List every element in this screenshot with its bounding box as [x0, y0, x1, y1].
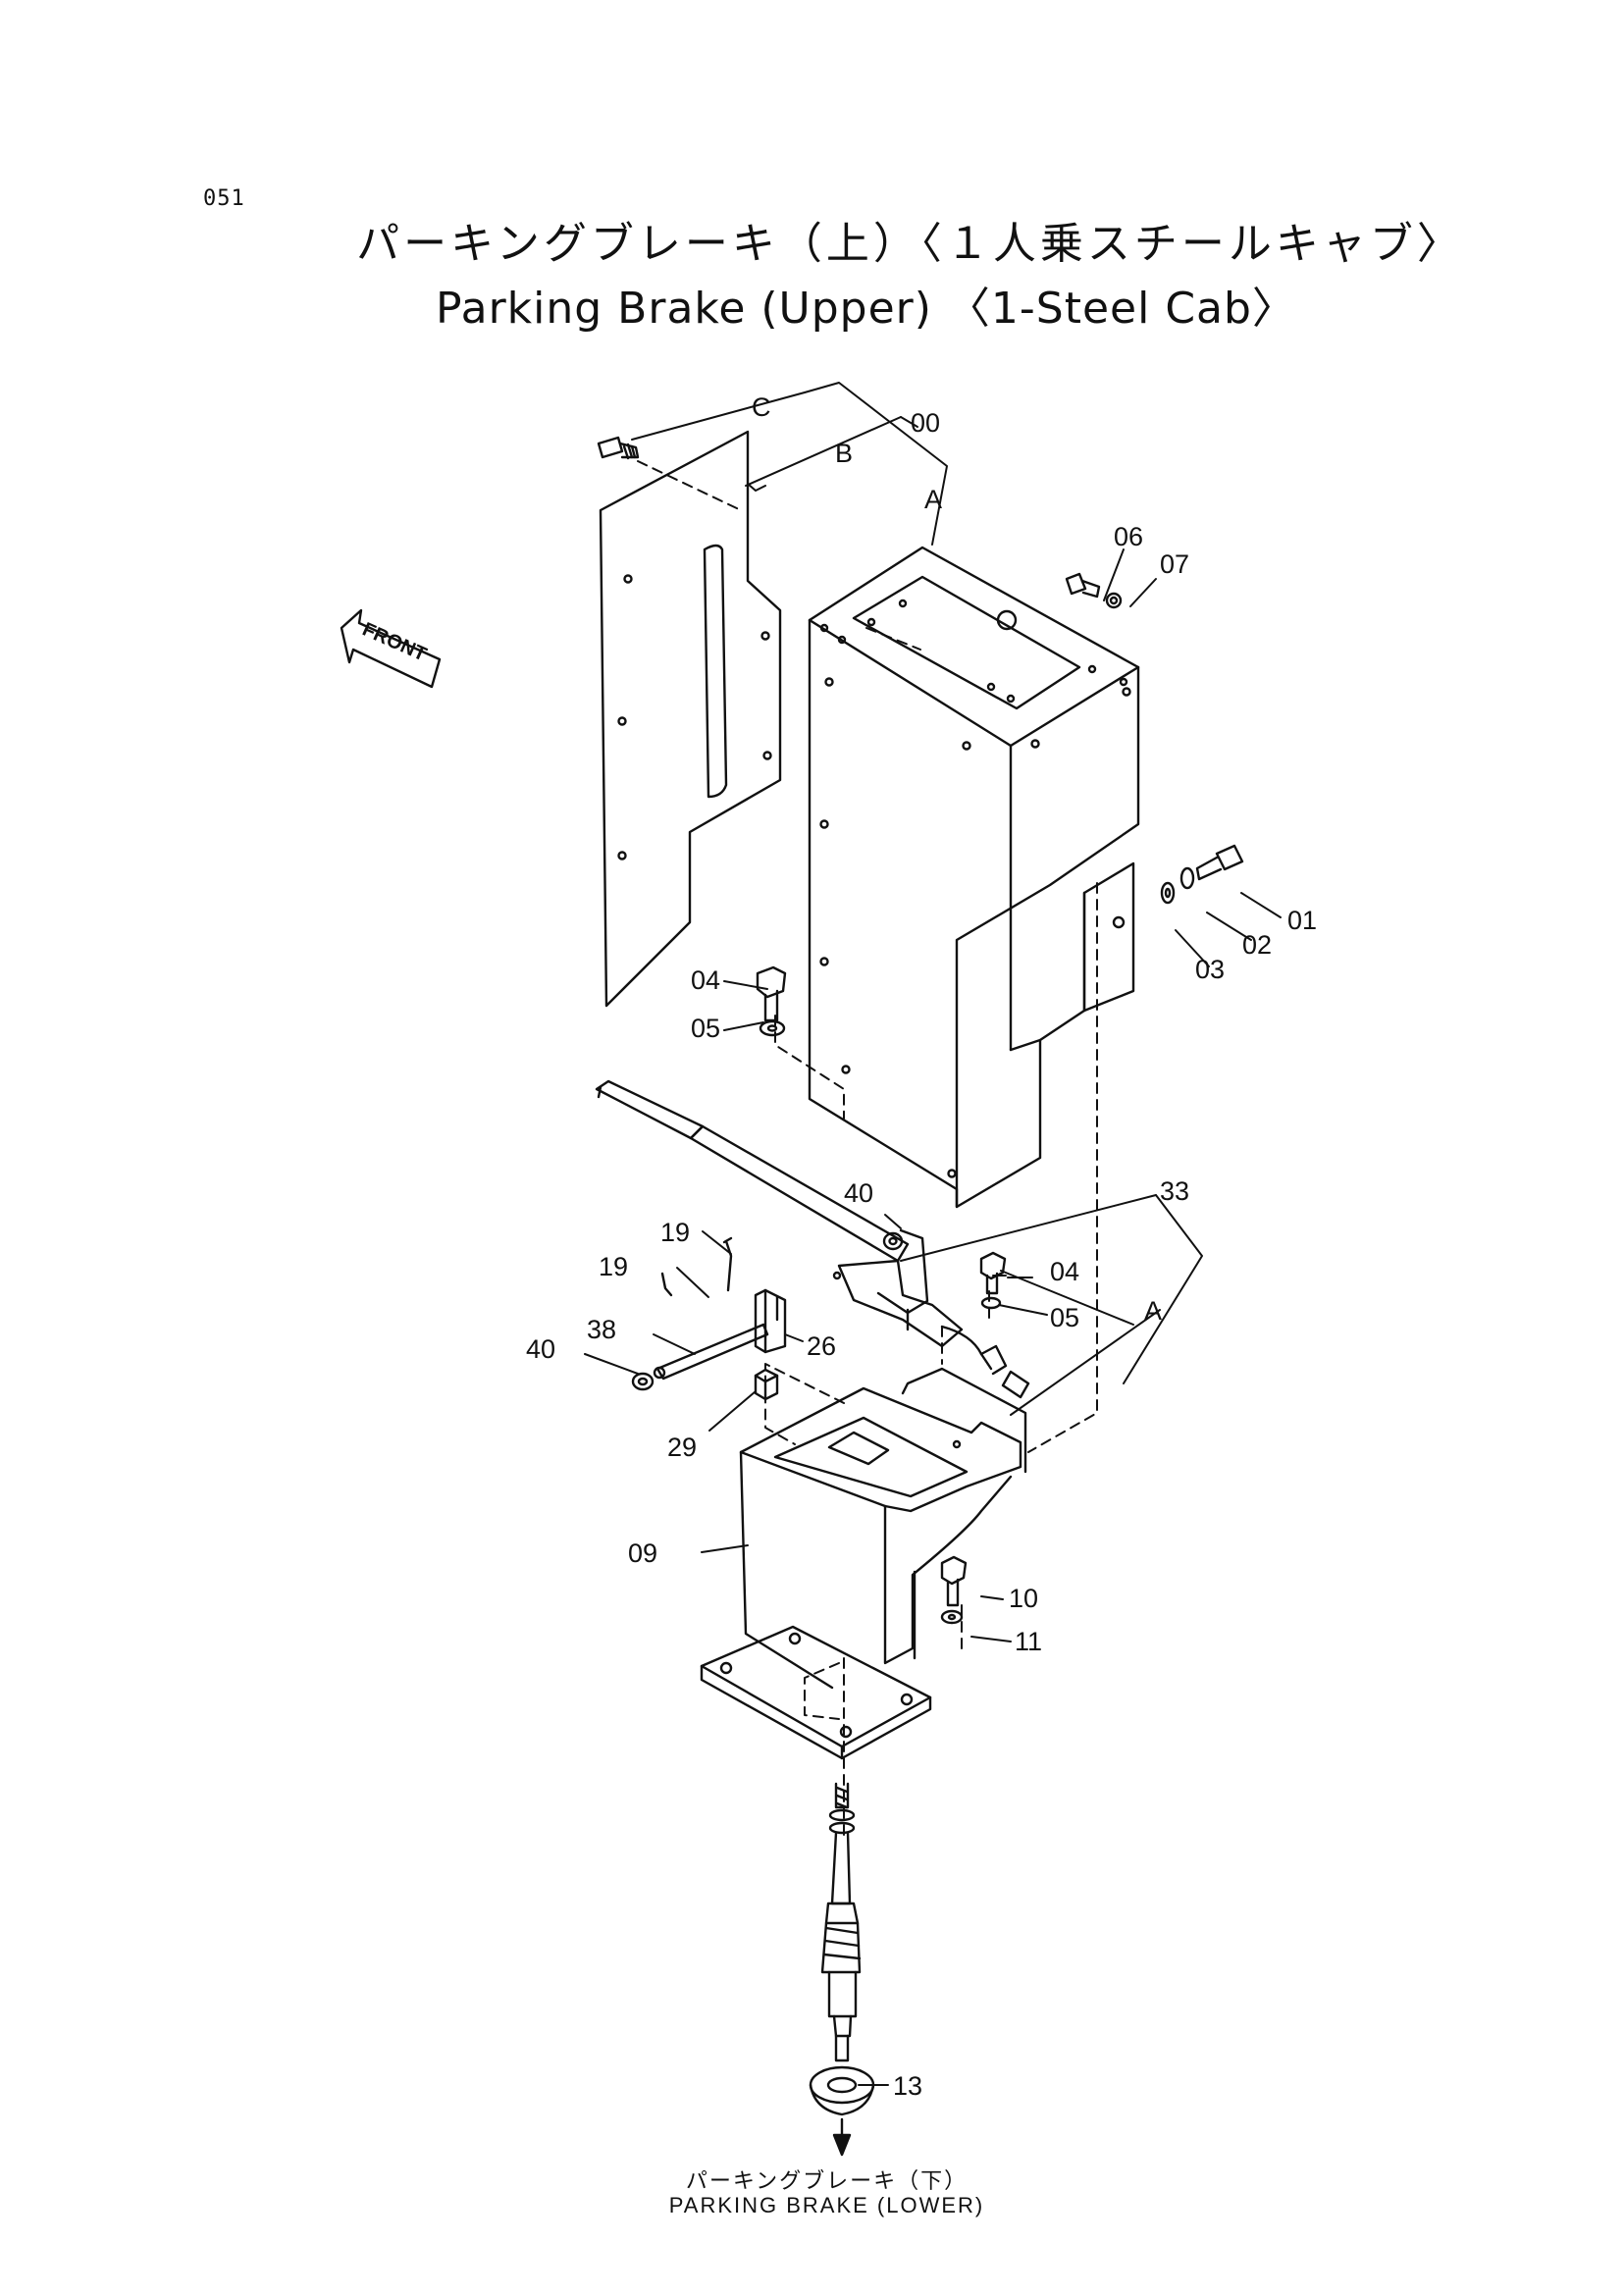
label-a-top: A	[924, 485, 942, 514]
part-labels: C B 00 A 06 07 01 02 03 04 05 40 33 19 1…	[526, 392, 1317, 2101]
label-13: 13	[893, 2071, 922, 2101]
bolt-06-icon	[1065, 572, 1123, 609]
label-10: 10	[1009, 1584, 1038, 1613]
label-02: 02	[1242, 930, 1272, 960]
label-05-top: 05	[691, 1014, 720, 1043]
title-japanese: パーキングブレーキ（上）〈１人乗スチールキャブ〉	[356, 219, 1464, 269]
nut-29-icon	[754, 1368, 779, 1401]
label-b: B	[835, 439, 853, 468]
label-01: 01	[1287, 906, 1317, 935]
label-40-left: 40	[526, 1334, 555, 1364]
footer-japanese: パーキングブレーキ（下）	[685, 2168, 969, 2193]
bracket-09	[700, 1367, 1027, 1760]
front-arrow-icon	[340, 608, 442, 689]
label-09: 09	[628, 1538, 657, 1568]
label-04-mid: 04	[1050, 1257, 1079, 1286]
down-arrow-icon	[832, 2117, 852, 2157]
title-english: Parking Brake (Upper) 〈1-Steel Cab〉	[436, 284, 1296, 334]
label-19-a: 19	[660, 1218, 690, 1247]
console-cover-box	[808, 546, 1140, 1209]
bracket-26	[754, 1288, 787, 1354]
front-label: FRONT	[359, 618, 430, 665]
leader-lines	[584, 382, 1282, 2086]
label-40-top: 40	[844, 1178, 873, 1208]
label-33: 33	[1160, 1176, 1189, 1206]
label-06: 06	[1114, 522, 1143, 551]
footer-english: PARKING BRAKE (LOWER)	[668, 2193, 985, 2217]
cotter-pin-19-icon	[660, 1236, 733, 1297]
label-29: 29	[667, 1433, 697, 1462]
label-04-top: 04	[691, 965, 720, 995]
brake-rod	[820, 1782, 862, 2062]
label-00: 00	[911, 408, 940, 438]
brake-lever	[595, 1079, 1030, 1399]
label-03: 03	[1195, 955, 1225, 984]
label-c: C	[752, 392, 771, 422]
label-05-mid: 05	[1050, 1303, 1079, 1332]
washer-40-icon	[631, 1231, 904, 1391]
rubber-boot-13-icon	[809, 2065, 875, 2116]
bolt-10-icon	[940, 1555, 968, 1625]
side-cover-plate	[599, 430, 782, 1008]
page-number: 051	[203, 186, 245, 211]
label-19-b: 19	[599, 1252, 628, 1281]
label-26: 26	[807, 1331, 836, 1361]
bolt-04-mid-icon	[979, 1251, 1007, 1310]
pin-38	[653, 1323, 769, 1381]
bolt-c-icon	[597, 436, 640, 460]
label-a-mid: A	[1144, 1296, 1162, 1326]
label-38: 38	[587, 1315, 616, 1344]
label-11: 11	[1015, 1627, 1042, 1656]
bolt-04-icon	[756, 965, 787, 1037]
bolt-01-icon	[1160, 844, 1244, 905]
label-07: 07	[1160, 549, 1189, 579]
